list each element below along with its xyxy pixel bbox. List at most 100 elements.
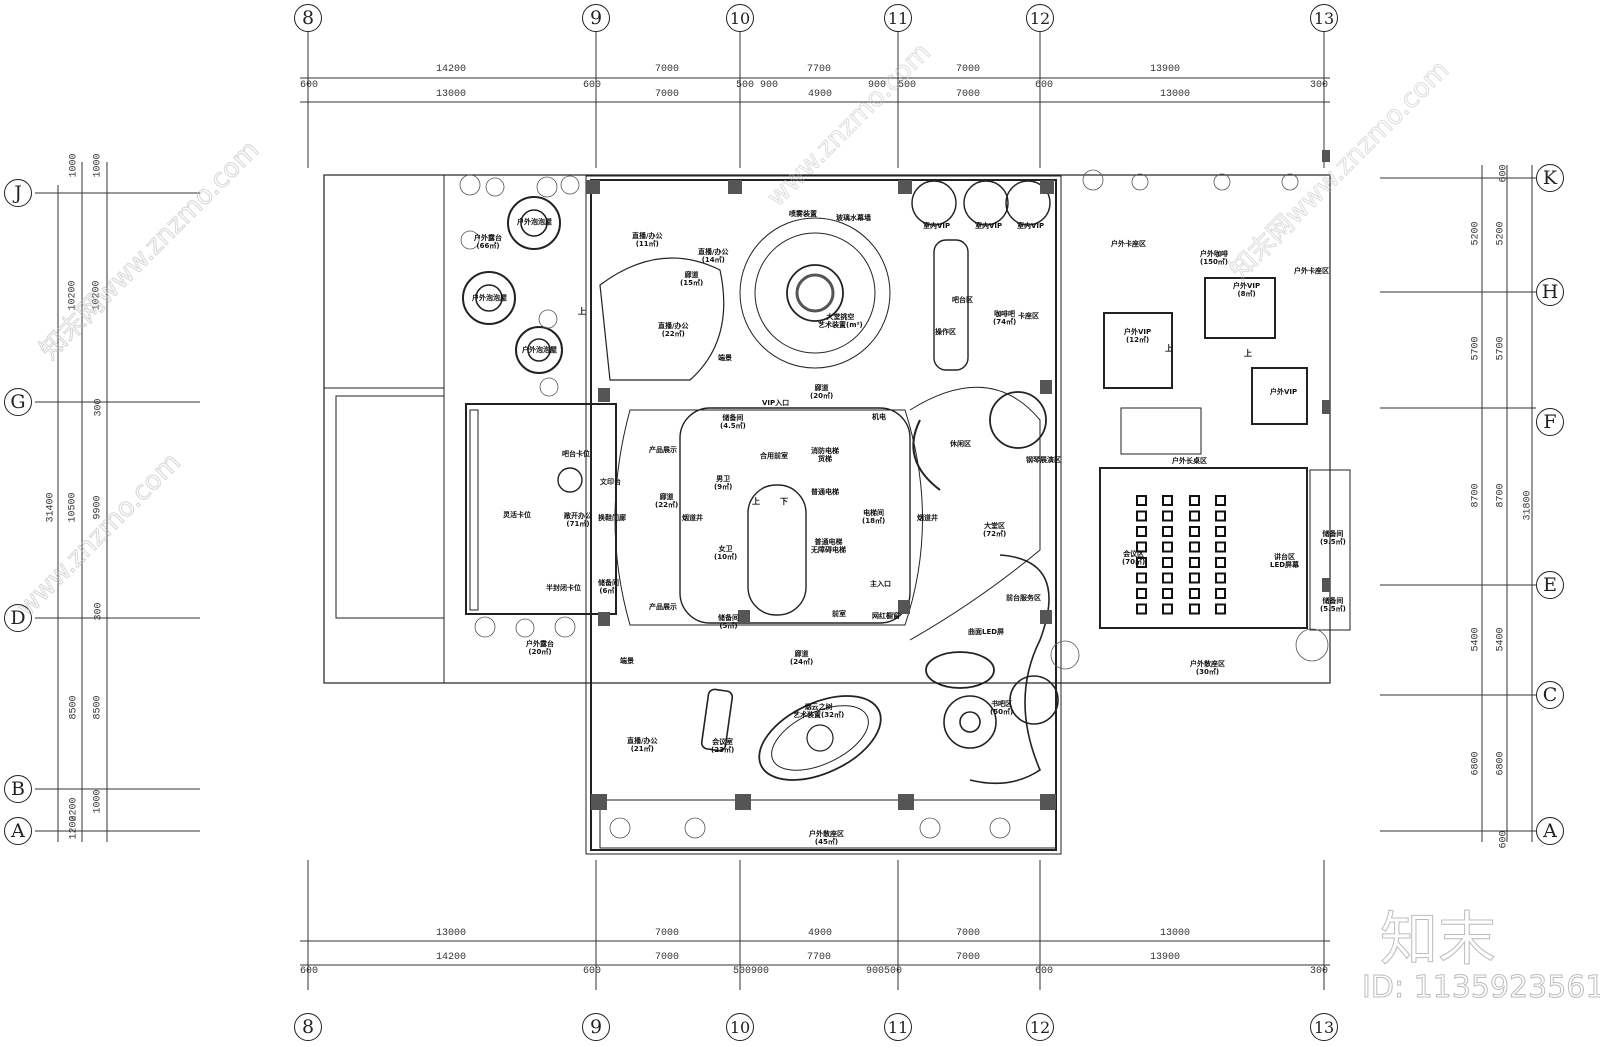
- room-lobby: 大堂区(72㎡): [983, 522, 1007, 538]
- dim-top-small-4: 900: [760, 80, 779, 91]
- grid-axis-F: F: [1536, 408, 1564, 436]
- dim-bottom-11-12: 7000: [956, 928, 981, 939]
- dim-left-c1-4: 8500: [68, 695, 80, 720]
- label-influencer-window: 网红橱窗: [872, 612, 900, 620]
- label-outdoor-long-table: 户外长桌区: [1172, 457, 1207, 465]
- label-vip-pod-3: 室内VIP: [1017, 222, 1045, 230]
- label-elevator: 普通电梯: [811, 488, 839, 496]
- dim-top2-12-13: 13000: [1160, 89, 1191, 100]
- dim-bottom2-12-13: 13900: [1150, 952, 1181, 963]
- room-corridor-20: 廊道(20㎡): [810, 384, 834, 400]
- label-scenery-2: 端景: [620, 657, 634, 665]
- dim-bottom-small-3: 500900: [733, 966, 770, 977]
- dim-right-c1-5: 6800: [1470, 751, 1482, 776]
- dim-bottom-8-9: 13000: [436, 928, 467, 939]
- dim-left-c2-8: 1200: [68, 815, 80, 840]
- grid-axis-13-bottom: 13: [1310, 1013, 1338, 1041]
- label-curved-led: 曲面LED屏: [968, 628, 1005, 636]
- dim-left-c2-6: 8500: [92, 695, 104, 720]
- label-outdoor-booth-n: 户外卡座区: [1111, 240, 1146, 248]
- stair-up-ne1: 上: [1165, 344, 1173, 353]
- grid-axis-9-bottom: 9: [582, 1013, 610, 1041]
- room-open-office: 敞开办公(71㎡): [564, 512, 592, 528]
- dim-top-8-9: 14200: [436, 64, 467, 75]
- watermark-id: ID: 1135923561: [1361, 970, 1600, 1006]
- stair-up-west: 上: [578, 307, 586, 316]
- dim-left-c2-3: 300: [93, 398, 105, 417]
- grid-axis-11-top: 11: [884, 4, 912, 32]
- grid-axis-J: J: [4, 179, 32, 207]
- dim-left-c2-1: 1000: [92, 153, 104, 178]
- label-print-station: 文印台: [600, 478, 621, 486]
- dim-bottom-small-6: 300: [1310, 966, 1329, 977]
- label-flex-desks: 灵活卡位: [503, 511, 531, 519]
- dim-right-c1-4: 5400: [1470, 627, 1482, 652]
- label-front-desk: 前台服务区: [1006, 594, 1041, 602]
- room-live-office-22: 直播/办公(22㎡): [658, 322, 689, 338]
- label-product-display-1: 产品展示: [649, 446, 677, 454]
- dim-bottom2-10-11: 7700: [807, 952, 832, 963]
- room-outdoor-terrace-nw: 户外露台(66㎡): [474, 234, 502, 250]
- dim-bottom-9-10: 7000: [655, 928, 680, 939]
- room-womens-wc: 女卫(10㎡): [714, 545, 738, 561]
- grid-axis-8-top: 8: [294, 4, 322, 32]
- room-cloud-tree: 烟云之树艺术装置(32㎡): [793, 703, 845, 719]
- grid-axis-G: G: [4, 388, 32, 416]
- label-scenery-1: 端景: [718, 354, 732, 362]
- dim-bottom-10-11: 4900: [808, 928, 833, 939]
- grid-axis-10-bottom: 10: [726, 1013, 754, 1041]
- dim-bottom2-8-9: 14200: [436, 952, 467, 963]
- label-bar-area: 吧台区: [952, 296, 973, 304]
- room-elevator-hall: 电梯间(18㎡): [862, 509, 886, 525]
- dim-bottom2-11-12: 7000: [956, 952, 981, 963]
- label-main-entrance: 主入口: [870, 580, 891, 588]
- dim-top-small-7: 600: [1035, 80, 1054, 91]
- room-mens-wc: 男卫(9㎡): [714, 475, 733, 491]
- grid-axis-K: K: [1536, 164, 1564, 192]
- label-smoke-shaft-2: 烟道井: [917, 514, 938, 522]
- label-outdoor-vip-3: 户外VIP: [1270, 388, 1298, 396]
- room-corridor-15: 廊道(15㎡): [680, 271, 704, 287]
- room-outdoor-pod-2: 户外泡泡屋: [472, 294, 507, 302]
- room-outdoor-pod-3: 户外泡泡屋: [522, 346, 557, 354]
- grid-axis-10-top: 10: [726, 4, 754, 32]
- room-storage-6: 储备间(6㎡): [598, 579, 619, 595]
- dim-top-small-2: 600: [583, 80, 602, 91]
- dim-right-c2-4: 8700: [1495, 483, 1507, 508]
- dim-left-c1-3: 10500: [67, 492, 79, 523]
- dim-right-c1-3: 8700: [1470, 483, 1482, 508]
- label-mech-elec: 机电: [872, 413, 886, 421]
- room-outdoor-pod-1: 户外泡泡屋: [517, 218, 552, 226]
- grid-axis-8-bottom: 8: [294, 1013, 322, 1041]
- dim-right-c2-7: 600: [1498, 830, 1510, 849]
- room-live-office-21: 直播/办公(21㎡): [627, 737, 658, 753]
- label-fire-elevator: 消防电梯货梯: [811, 447, 839, 463]
- label-shared-lobby: 合用前室: [760, 452, 788, 460]
- dim-bottom-small-1: 600: [300, 966, 319, 977]
- grid-axis-A-right: A: [1536, 817, 1564, 845]
- room-atrium-art: 大堂挑空艺术装置(m²): [818, 313, 863, 329]
- grid-axis-C: C: [1536, 681, 1564, 709]
- watermark-brand: 知末: [1379, 905, 1497, 974]
- label-piano-display: 钢琴展演区: [1026, 456, 1061, 464]
- grid-axis-9-top: 9: [582, 4, 610, 32]
- room-outdoor-vip-12: 户外VIP(12㎡): [1124, 328, 1152, 344]
- dim-bottom-small-2: 600: [583, 966, 602, 977]
- room-cafe: 咖啡吧(74㎡): [993, 310, 1017, 326]
- room-corridor-22: 廊道(22㎡): [655, 493, 679, 509]
- grid-axis-D: D: [4, 604, 32, 632]
- dim-top2-8-9: 13000: [436, 89, 467, 100]
- dim-left-c1-1: 1000: [68, 153, 80, 178]
- room-outdoor-scatter-30: 户外散座区(30㎡): [1190, 660, 1225, 676]
- label-outdoor-booth-ne: 户外卡座区: [1294, 267, 1329, 275]
- label-elevator-accessible: 普通电梯无障碍电梯: [811, 538, 846, 554]
- grid-axis-12-top: 12: [1026, 4, 1054, 32]
- dim-top2-10-11: 4900: [808, 89, 833, 100]
- dim-right-c2-3: 5700: [1495, 336, 1507, 361]
- label-vip-entrance: VIP入口: [762, 399, 790, 407]
- stair-up-ne2: 上: [1244, 349, 1252, 358]
- label-smoke-shaft-1: 烟道井: [682, 514, 703, 522]
- label-glass-fountain: 玻璃水幕墙: [836, 214, 871, 222]
- room-outdoor-vip-8: 户外VIP(8㎡): [1233, 282, 1261, 298]
